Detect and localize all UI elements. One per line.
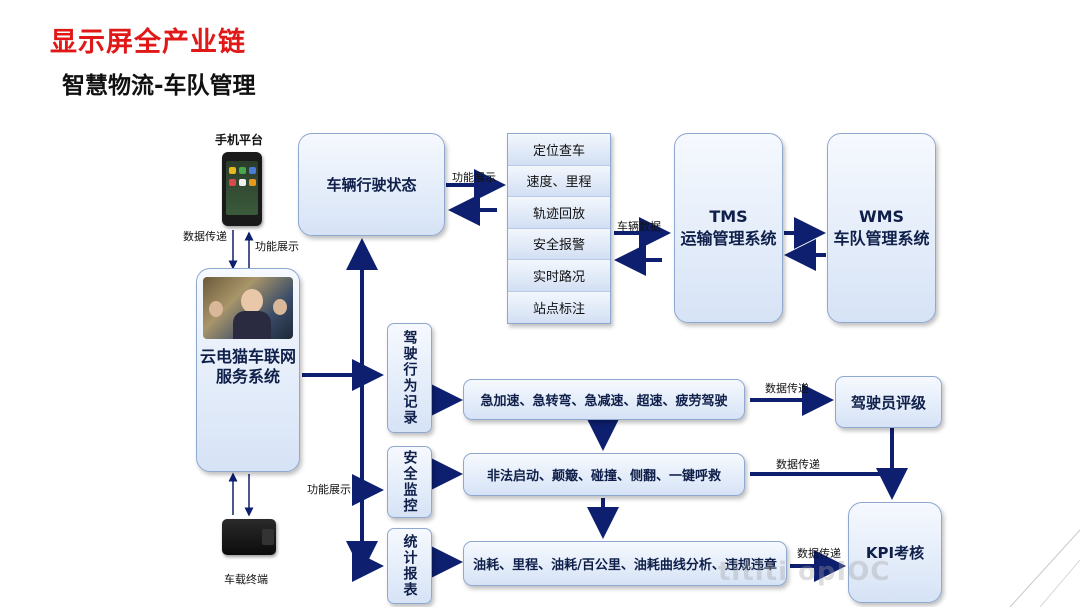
tms-code: TMS [709,207,748,226]
corner-decoration [1009,529,1080,607]
stats-report-label: 统计报表 [401,534,418,598]
feature-item: 实时路况 [508,260,610,292]
safety-monitor-box: 安全监控 [387,446,432,518]
page-subtitle: 智慧物流-车队管理 [62,73,256,99]
customer-service-photo [203,277,293,339]
feature-item: 定位查车 [508,134,610,166]
phone-icon [222,152,262,226]
behavior-items-box: 急加速、急转弯、急减速、超速、疲劳驾驶 [463,379,745,420]
func-show-label-bottom: 功能展示 [307,483,351,496]
report-items-box: 油耗、里程、油耗/百公里、油耗曲线分析、违规违章 [463,541,787,586]
func-show-label-top: 功能展示 [452,171,496,184]
driver-rating-box: 驾驶员评级 [835,376,942,428]
stats-report-box: 统计报表 [387,528,432,604]
data-transfer-label-rating: 数据传递 [765,382,809,395]
wms-code: WMS [858,207,905,226]
vehicle-terminal-icon [222,519,276,555]
tms-box: TMS 运输管理系统 [674,133,783,323]
vehicle-data-label: 车辆数据 [617,220,661,233]
feature-item: 安全报警 [508,228,610,260]
phone-platform-label: 手机平台 [215,133,264,147]
terminal-label: 车载终端 [224,573,268,586]
safety-monitor-label: 安全监控 [401,450,418,514]
kpi-box: KPI考核 [848,502,942,603]
feature-item: 轨迹回放 [508,197,610,229]
feature-item: 速度、里程 [508,165,610,197]
wms-name: 车队管理系统 [833,229,930,248]
page-title: 显示屏全产业链 [50,27,246,58]
driving-record-box: 驾驶行为记录 [387,323,432,433]
func-show-label-phone: 功能展示 [255,240,299,253]
wms-box: WMS 车队管理系统 [827,133,936,323]
feature-list: 定位查车 速度、里程 轨迹回放 安全报警 实时路况 站点标注 [507,133,611,324]
feature-item: 站点标注 [508,291,610,323]
cloud-service-subtitle: 服务系统 [215,367,280,386]
vehicle-status-box: 车辆行驶状态 [298,133,445,236]
driving-record-label: 驾驶行为记录 [401,330,418,426]
data-transfer-label-kpi: 数据传递 [797,547,841,560]
watermark: tititi opIOC [718,557,891,587]
cloud-service-title: 云电猫车联网 [199,347,296,366]
tms-name: 运输管理系统 [680,229,777,248]
cloud-service-box: 云电猫车联网 服务系统 [196,268,300,472]
data-transfer-label-phone: 数据传递 [183,230,227,243]
data-transfer-label-safety: 数据传递 [776,458,820,471]
safety-items-box: 非法启动、颠簸、碰撞、侧翻、一键呼救 [463,453,745,496]
